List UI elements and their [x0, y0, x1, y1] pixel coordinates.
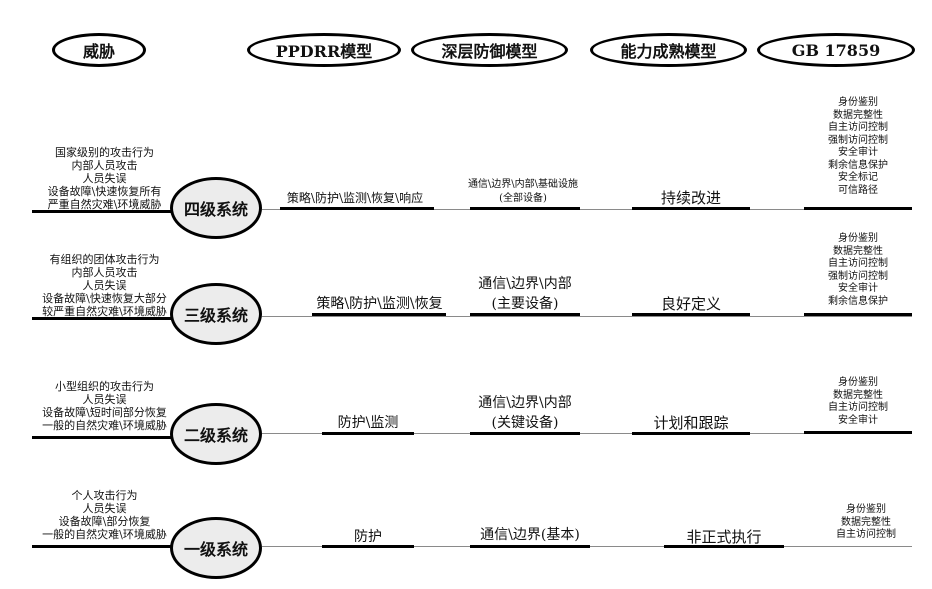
- gb-list-level-2: 身份鉴别 数据完整性 自主访问控制 安全审计: [804, 377, 912, 427]
- ppdrr-underline: [280, 207, 434, 210]
- level-node-2: 二级系统: [170, 403, 262, 465]
- ppdrr-text-level-2: 防护\监测: [337, 415, 399, 431]
- threat-item: 内部人员攻击: [71, 159, 138, 172]
- defense-line: 通信\边界\内部\基础设施: [467, 179, 579, 190]
- gb-item: 自主访问控制: [828, 122, 888, 133]
- defense-text-level-3: 通信\边界\内部 (主要设备): [470, 274, 580, 314]
- ppdrr-underline: [322, 545, 414, 548]
- threat-underline: [32, 545, 177, 548]
- capability-text-level-1: 非正式执行: [686, 528, 762, 546]
- gb-item: 数据完整性: [833, 245, 883, 257]
- capability-underline: [664, 545, 784, 548]
- threat-item: 人员失误: [82, 393, 127, 406]
- gb-item: 强制访问控制: [828, 134, 888, 146]
- gb-item: 可信路径: [838, 184, 878, 196]
- threat-item: 较严重自然灾难\环境威胁: [42, 305, 167, 318]
- defense-underline: [470, 432, 580, 435]
- defense-underline: [470, 545, 590, 548]
- gb-item: 安全标记: [838, 172, 878, 183]
- header-capability-maturity-model: 能力成熟模型: [590, 33, 747, 67]
- threat-item: 有组织的团体攻击行为: [49, 253, 160, 266]
- gb-item: 数据完整性: [833, 389, 883, 401]
- gb-underline: [804, 207, 912, 210]
- threat-list-level-1: 个人攻击行为 人员失误 设备故障\部分恢复 一般的自然灾难\环境威胁: [32, 489, 177, 541]
- capability-text-level-4: 持续改进: [660, 189, 721, 207]
- gb-item: 身份鉴别: [838, 377, 878, 388]
- header-ppdrr-model: PPDRR模型: [247, 33, 401, 67]
- threat-list-level-2: 小型组织的攻击行为 人员失误 设备故障\短时间部分恢复 一般的自然灾难\环境威胁: [32, 380, 177, 432]
- ppdrr-text-level-4: 策略\防护\监测\恢复\响应: [286, 191, 424, 205]
- level-node-1: 一级系统: [170, 517, 262, 579]
- gb-item: 安全审计: [838, 283, 878, 294]
- defense-underline: [470, 313, 580, 316]
- ppdrr-underline: [322, 432, 414, 435]
- ppdrr-underline: [312, 313, 446, 316]
- ppdrr-text-level-1: 防护: [354, 529, 382, 545]
- gb-item: 剩余信息保护: [828, 159, 888, 171]
- defense-line: (全部设备): [499, 193, 547, 204]
- threat-list-level-3: 有组织的团体攻击行为 内部人员攻击 人员失误 设备故障\快速恢复大部分 较严重自…: [32, 253, 177, 318]
- capability-underline: [632, 432, 750, 435]
- capability-underline: [632, 207, 750, 210]
- gb-item: 安全审计: [838, 147, 878, 158]
- threat-item: 国家级别的攻击行为: [55, 146, 154, 159]
- gb-item: 自主访问控制: [828, 402, 888, 413]
- defense-line: 通信\边界\内部: [478, 276, 572, 292]
- defense-line: (主要设备): [491, 296, 559, 312]
- threat-item: 一般的自然灾难\环境威胁: [42, 528, 167, 541]
- threat-item: 人员失误: [82, 279, 127, 292]
- connector-line: [262, 316, 912, 317]
- threat-item: 小型组织的攻击行为: [55, 380, 154, 393]
- threat-item: 个人攻击行为: [71, 489, 138, 502]
- threat-underline: [32, 436, 177, 439]
- threat-item: 内部人员攻击: [71, 266, 138, 279]
- threat-underline: [32, 210, 177, 213]
- defense-text-level-2: 通信\边界\内部 (关键设备): [470, 393, 580, 433]
- defense-underline: [470, 207, 580, 210]
- threat-item: 人员失误: [82, 502, 127, 515]
- gb-underline: [804, 313, 912, 316]
- gb-list-level-1: 身份鉴别 数据完整性 自主访问控制: [820, 504, 912, 542]
- capability-text-level-3: 良好定义: [660, 295, 721, 313]
- level-node-3: 三级系统: [170, 283, 262, 345]
- threat-item: 设备故障\短时间部分恢复: [42, 406, 167, 419]
- gb-list-level-3: 身份鉴别 数据完整性 自主访问控制 强制访问控制 安全审计 剩余信息保护: [804, 233, 912, 308]
- defense-text-level-4: 通信\边界\内部\基础设施 (全部设备): [462, 178, 584, 206]
- gb-underline: [804, 431, 912, 434]
- defense-text-level-1: 通信\边界(基本): [470, 526, 590, 544]
- header-threat: 威胁: [52, 33, 146, 67]
- threat-item: 严重自然灾难\环境威胁: [47, 198, 162, 211]
- gb-item: 强制访问控制: [828, 270, 888, 282]
- connector-line: [262, 209, 912, 210]
- header-gb-17859: GB 17859: [757, 33, 915, 67]
- gb-item: 安全审计: [838, 414, 878, 426]
- gb-item: 身份鉴别: [838, 233, 878, 244]
- gb-item: 身份鉴别: [838, 97, 878, 108]
- threat-item: 一般的自然灾难\环境威胁: [42, 419, 167, 432]
- capability-text-level-2: 计划和跟踪: [653, 414, 729, 432]
- connector-line: [262, 433, 912, 434]
- gb-item: 自主访问控制: [828, 258, 888, 269]
- gb-item: 自主访问控制: [836, 529, 896, 540]
- threat-item: 设备故障\快速恢复大部分: [42, 292, 167, 305]
- defense-line: 通信\边界\内部: [478, 395, 572, 411]
- gb-item: 身份鉴别: [846, 504, 886, 515]
- defense-line: 通信\边界(基本): [480, 527, 580, 543]
- threat-list-level-4: 国家级别的攻击行为 内部人员攻击 人员失误 设备故障\快速恢复所有 严重自然灾难…: [32, 146, 177, 211]
- threat-item: 设备故障\快速恢复所有: [47, 185, 162, 198]
- header-defense-in-depth-model: 深层防御模型: [411, 33, 568, 67]
- gb-item: 数据完整性: [833, 109, 883, 121]
- gb-item: 数据完整性: [841, 516, 891, 528]
- level-node-4: 四级系统: [170, 177, 262, 239]
- threat-item: 设备故障\部分恢复: [58, 515, 151, 528]
- threat-item: 人员失误: [82, 172, 127, 185]
- gb-item: 剩余信息保护: [828, 295, 888, 307]
- capability-underline: [632, 313, 750, 316]
- threat-underline: [32, 317, 177, 320]
- ppdrr-text-level-3: 策略\防护\监测\恢复: [316, 296, 443, 312]
- gb-list-level-4: 身份鉴别 数据完整性 自主访问控制 强制访问控制 安全审计 剩余信息保护 安全标…: [804, 97, 912, 197]
- defense-line: (关键设备): [491, 415, 559, 431]
